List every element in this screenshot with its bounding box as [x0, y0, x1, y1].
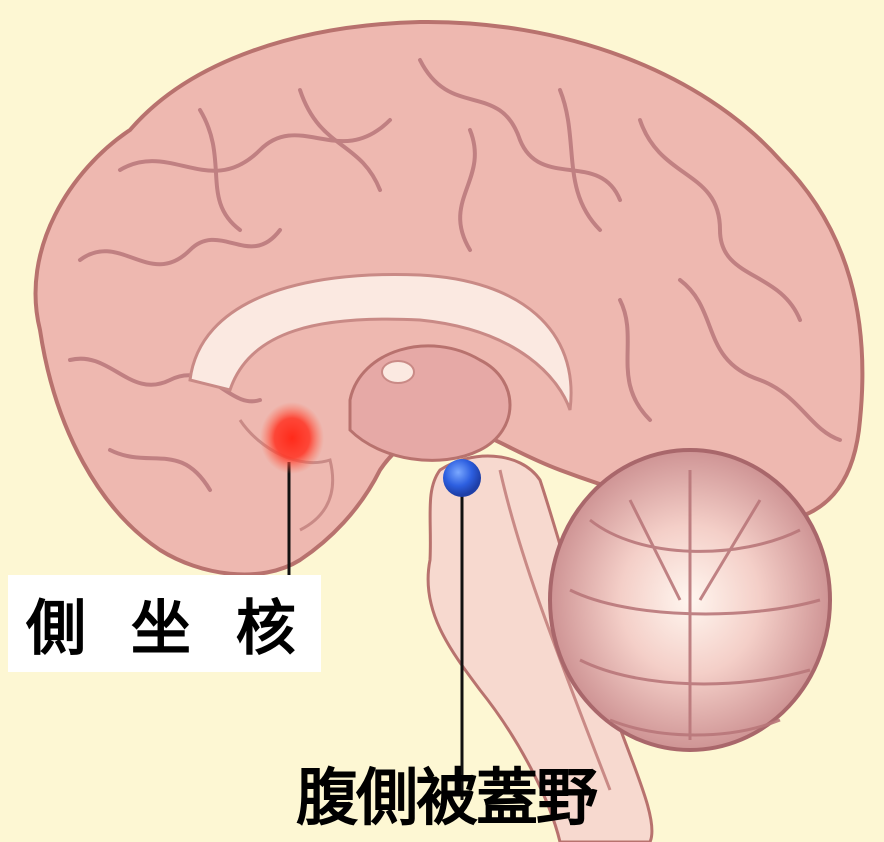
nucleus-accumbens-label: 側 坐 核	[8, 575, 321, 672]
vta-marker	[443, 459, 481, 497]
vta-label: 腹側被蓋野	[296, 761, 598, 834]
brainstem	[426, 454, 654, 842]
corpus-callosum	[188, 272, 573, 411]
nucleus-accumbens-marker	[260, 402, 324, 474]
thalamus	[348, 344, 512, 462]
